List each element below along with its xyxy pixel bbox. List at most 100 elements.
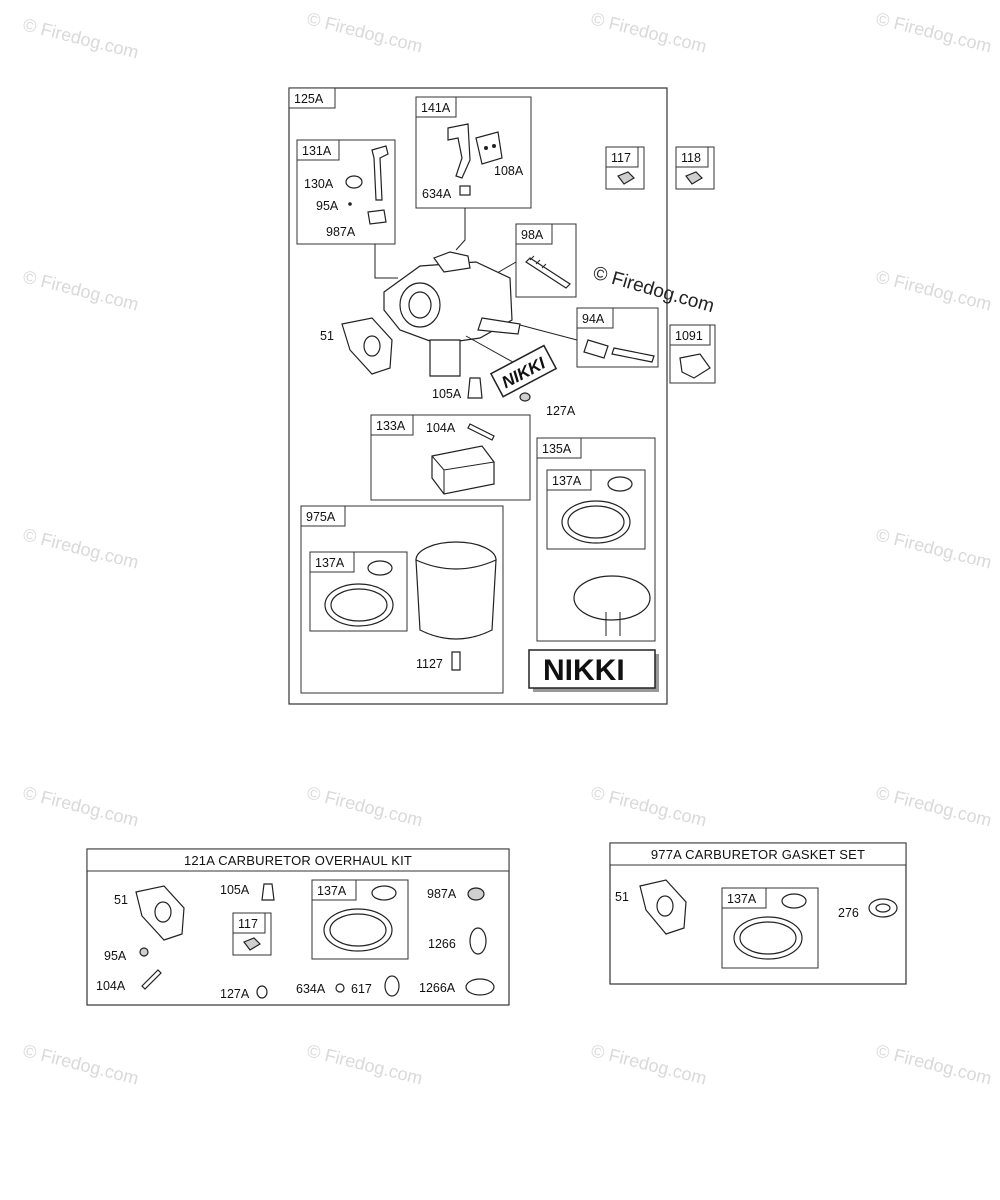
gasket-137A-label-box (721, 887, 767, 909)
idle-screw-98A-part (525, 257, 571, 289)
solenoid-1091-part (679, 353, 711, 379)
gasket-part-label[interactable]: 276 (838, 906, 859, 920)
overhaul-kit-title[interactable]: 121A CARBURETOR OVERHAUL KIT (184, 853, 412, 868)
watermark: © Firedog.com (21, 524, 141, 572)
kit-135A-sub-label-box (546, 469, 592, 491)
kit-part-label[interactable]: 1266A (419, 981, 456, 995)
kit-part-label[interactable]: 634A (296, 982, 326, 996)
nikki-logo-text: NIKKI (543, 654, 625, 687)
part-94A-label[interactable]: 94A (582, 312, 605, 326)
pin-104A-part (467, 423, 495, 441)
watermark: © Firedog.com (874, 782, 994, 830)
plug-127A-part (256, 985, 268, 999)
kit-part-label[interactable]: 617 (351, 982, 372, 996)
gasket-137A-inner (329, 913, 387, 947)
kit-133A-label[interactable]: 133A (376, 419, 406, 433)
washer-276-hole (875, 903, 891, 913)
throttle-arm-part (477, 317, 521, 335)
kit-141A-part[interactable]: 108A (494, 164, 524, 178)
kit-975A-sub-label-box (309, 551, 355, 573)
gasket-part-label[interactable]: 137A (727, 892, 757, 906)
kit-131A-part[interactable]: 130A (304, 177, 334, 191)
watermark: © Firedog.com (874, 266, 994, 314)
kit-part-label[interactable]: 105A (220, 883, 250, 897)
o-ring-617-part (384, 975, 400, 997)
part-98A: 98A (515, 223, 577, 298)
kit-135A-sub-label[interactable]: 137A (552, 474, 582, 488)
kit-part-label[interactable]: 1266 (428, 937, 456, 951)
watermark: © Firedog.com (21, 14, 141, 62)
choke-plate-part (475, 131, 503, 165)
carburetor-body (374, 208, 578, 377)
part-1091-label[interactable]: 1091 (675, 329, 703, 343)
kit-131A-part[interactable]: 987A (326, 225, 356, 239)
part-117-label[interactable]: 117 (611, 151, 631, 165)
kit-141A-label[interactable]: 141A (421, 101, 451, 115)
kit-part-label[interactable]: 104A (96, 979, 126, 993)
plate-pins (605, 612, 621, 636)
float-bowl-part (415, 559, 497, 640)
kit-133A-part[interactable]: 104A (426, 421, 456, 435)
jet-105A-part (467, 377, 483, 399)
watermark: © Firedog.com (305, 1040, 425, 1088)
gasket-set-title-box (609, 842, 907, 866)
choke-plate-hole (484, 146, 488, 150)
choke-lever-part (447, 123, 471, 179)
leader-line (519, 324, 578, 341)
kit-part-label[interactable]: 137A (317, 884, 347, 898)
seal-987A-part (367, 209, 387, 225)
assembly-frame (288, 87, 668, 705)
kit-135A-label[interactable]: 135A (542, 442, 572, 456)
kit-133A-label-box (370, 414, 414, 436)
screw-118-part (685, 171, 703, 185)
kit-135A: 135A 137A (536, 437, 656, 642)
gasket-set-title[interactable]: 977A CARBURETOR GASKET SET (651, 847, 865, 862)
part-98A-label[interactable]: 98A (521, 228, 544, 242)
part-118-label[interactable]: 118 (681, 151, 701, 165)
seal-634A-part (459, 185, 471, 196)
part-118-label-box (675, 146, 709, 168)
kit-131A-label[interactable]: 131A (302, 144, 332, 158)
screw-117-part (617, 171, 635, 185)
gasket-51-hole (363, 335, 381, 357)
mixture-screw-94A-part (611, 347, 655, 363)
kit-part-label[interactable]: 95A (104, 949, 127, 963)
o-ring-part (371, 885, 397, 901)
nikki-decal-frame (489, 344, 558, 398)
overhaul-kit-title-box (86, 848, 510, 872)
kit-part-label[interactable]: 987A (427, 887, 457, 901)
gasket-part-label[interactable]: 51 (615, 890, 629, 904)
o-ring-1266-part (469, 927, 487, 955)
kit-part-label[interactable]: 127A (220, 987, 250, 1001)
float-133A-part (431, 445, 495, 495)
kit-975A-part[interactable]: 1127 (416, 657, 443, 671)
watermark: © Firedog.com (589, 8, 709, 56)
watermark: © Firedog.com (589, 782, 709, 830)
kit-141A-part[interactable]: 634A (422, 187, 452, 201)
watermark: © Firedog.com (874, 524, 994, 572)
callout-51[interactable]: 51 (320, 329, 334, 343)
kit-133A: 133A 104A (370, 414, 531, 501)
kit-131A-part[interactable]: 95A (316, 199, 339, 213)
gasket-137A-inner (567, 505, 625, 539)
kit-137A-label-box (311, 879, 357, 901)
leader-line (455, 208, 466, 251)
throttle-shaft-part (371, 145, 389, 201)
kit-975A-sub-label[interactable]: 137A (315, 556, 345, 570)
callout-105A[interactable]: 105A (432, 387, 462, 401)
part-94A-label-box (576, 307, 614, 329)
part-117-label-box (232, 912, 266, 934)
kit-part-label[interactable]: 51 (114, 893, 128, 907)
choke-plate-hole (492, 144, 496, 148)
seal-987A-part (467, 887, 485, 901)
kit-975A-label[interactable]: 975A (306, 510, 336, 524)
float-edges (431, 455, 495, 494)
kit-part-label[interactable]: 117 (238, 917, 258, 931)
nikki-logo-frame (528, 649, 656, 689)
callout-127A[interactable]: 127A (546, 404, 576, 418)
assembly-label[interactable]: 125A (294, 92, 324, 106)
gasket-51-hole (656, 895, 674, 917)
kit-141A-label-box (415, 96, 457, 118)
carburetor-assembly: 125A 141A 634A 108A 131A 130A 95A 987A (288, 87, 716, 705)
